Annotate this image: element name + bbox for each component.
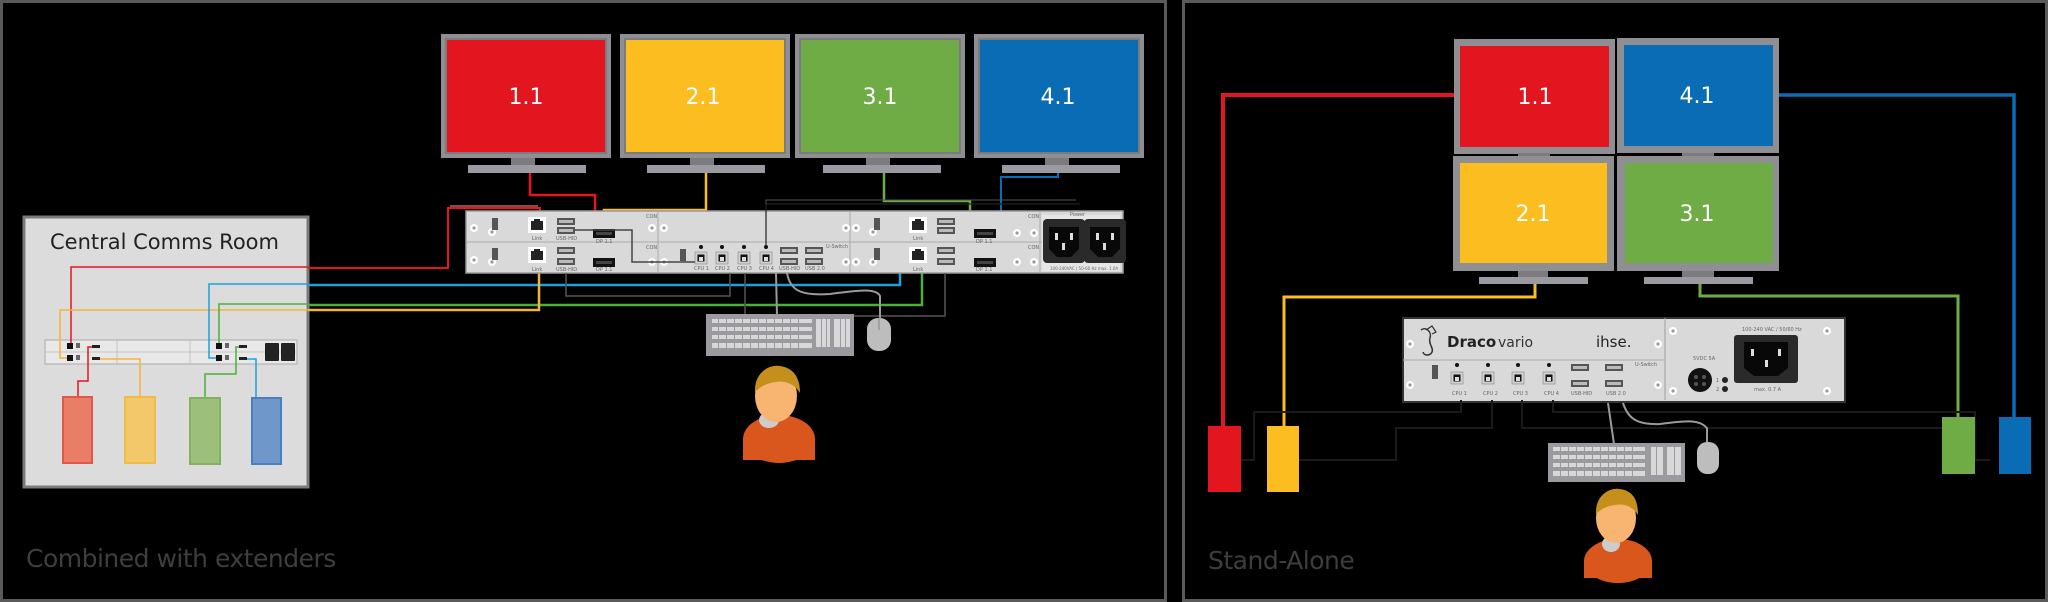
extender-green <box>1942 417 1975 474</box>
monitor-r-1-1: 1.1 <box>1454 39 1615 154</box>
svg-text:CPU 4: CPU 4 <box>1544 391 1559 397</box>
svg-text:CPU 2: CPU 2 <box>1483 391 1498 397</box>
svg-text:USB 2.0: USB 2.0 <box>1606 391 1626 397</box>
svg-text:Link: Link <box>532 236 542 242</box>
monitor-r-2-1: 2.1 <box>1453 156 1614 271</box>
keyboard-left <box>706 272 854 356</box>
user-avatar-right <box>1584 488 1652 583</box>
svg-text:CPU 4: CPU 4 <box>759 266 774 272</box>
svg-text:CON: CON <box>1028 245 1039 251</box>
svg-text:100-240VAC / 50-60 Hz max. 1.0: 100-240VAC / 50-60 Hz max. 1.0A <box>1050 266 1118 271</box>
svg-text:CPU 1: CPU 1 <box>694 266 709 272</box>
svg-text:100-240 VAC / 50/60 Hz: 100-240 VAC / 50/60 Hz <box>1742 327 1802 333</box>
room-extender-1 <box>62 396 93 464</box>
svg-text:2: 2 <box>1716 387 1719 393</box>
svg-text:3.1: 3.1 <box>863 85 898 110</box>
user-avatar-left <box>743 365 815 463</box>
draco-vario-device: Draco vario ihse. CPU 1 CPU 2 CPU 3 CPU … <box>1402 317 1846 403</box>
monitor-1-1: 1.1 <box>441 34 611 173</box>
extender-yellow <box>1267 426 1299 492</box>
svg-text:4.1: 4.1 <box>1041 85 1076 110</box>
monitor-r-4-1: 4.1 <box>1617 38 1779 153</box>
svg-text:CON: CON <box>1028 214 1039 220</box>
svg-text:DP 1.1: DP 1.1 <box>976 267 992 273</box>
monitor-4-1: 4.1 <box>974 34 1144 173</box>
caption-stand-alone: Stand-Alone <box>1208 546 1355 575</box>
svg-text:1.1: 1.1 <box>1518 85 1553 110</box>
svg-text:U-Switch: U-Switch <box>1635 362 1657 368</box>
svg-text:CPU 2: CPU 2 <box>715 266 730 272</box>
svg-text:1: 1 <box>1716 378 1719 384</box>
svg-text:DP 1.1: DP 1.1 <box>976 239 992 245</box>
svg-text:max. 0.7 A: max. 0.7 A <box>1754 387 1782 393</box>
svg-text:3.1: 3.1 <box>1680 202 1715 227</box>
svg-text:CPU 1: CPU 1 <box>1452 391 1467 397</box>
monitor-2-1: 2.1 <box>620 34 790 173</box>
keyboard-right <box>1548 402 1685 482</box>
svg-text:USB-HID: USB-HID <box>556 236 577 242</box>
svg-text:USB-HID: USB-HID <box>779 266 800 272</box>
caption-combined-with-extenders: Combined with extenders <box>26 544 336 573</box>
svg-text:2.1: 2.1 <box>686 85 721 110</box>
svg-text:vario: vario <box>1498 335 1533 351</box>
svg-text:4.1: 4.1 <box>1680 84 1715 109</box>
svg-text:CPU 3: CPU 3 <box>1513 391 1528 397</box>
svg-text:1.1: 1.1 <box>509 85 544 110</box>
svg-text:Link: Link <box>913 236 923 242</box>
right-monitors: 1.1 4.1 2.1 3.1 <box>1453 38 1779 284</box>
matrix-switch-rack: Link Link USB-HID USB-HID DP 1.1 DP 1.1 … <box>465 210 1126 274</box>
svg-text:USB 2.0: USB 2.0 <box>805 266 825 272</box>
left-monitors: 1.1 2.1 3.1 4.1 <box>441 34 1144 173</box>
room-extender-2 <box>124 396 156 464</box>
svg-text:ihse.: ihse. <box>1596 333 1632 351</box>
svg-text:5VDC 5A: 5VDC 5A <box>1693 356 1716 362</box>
svg-text:Link: Link <box>913 267 923 273</box>
svg-text:Draco: Draco <box>1447 333 1496 351</box>
svg-text:DP 1.1: DP 1.1 <box>596 239 612 245</box>
mouse-left <box>786 272 891 351</box>
extender-red <box>1208 426 1241 492</box>
svg-text:USB-HID: USB-HID <box>556 267 577 273</box>
monitor-3-1: 3.1 <box>795 34 965 173</box>
right-extenders <box>1208 417 2031 492</box>
svg-text:CPU 3: CPU 3 <box>737 266 752 272</box>
cpu-cables-right <box>1241 400 1990 461</box>
svg-text:Power: Power <box>1070 212 1086 218</box>
svg-text:2.1: 2.1 <box>1516 202 1551 227</box>
monitor-cables-right <box>1221 93 2016 426</box>
monitor-r-3-1: 3.1 <box>1617 156 1779 271</box>
svg-text:U-Switch: U-Switch <box>826 244 848 250</box>
room-extender-4 <box>251 397 282 465</box>
mouse-right <box>1622 402 1719 474</box>
rack-internal-wires <box>565 199 1080 317</box>
central-comms-room <box>22 215 310 489</box>
svg-text:CON: CON <box>646 214 657 220</box>
room-extender-3 <box>189 397 221 465</box>
extender-blue <box>1999 417 2031 474</box>
svg-text:USB-HID: USB-HID <box>1571 391 1592 397</box>
svg-text:Link: Link <box>532 267 542 273</box>
svg-text:CON: CON <box>646 245 657 251</box>
central-comms-room-title: Central Comms Room <box>50 230 279 254</box>
svg-text:DP 1.1: DP 1.1 <box>596 267 612 273</box>
